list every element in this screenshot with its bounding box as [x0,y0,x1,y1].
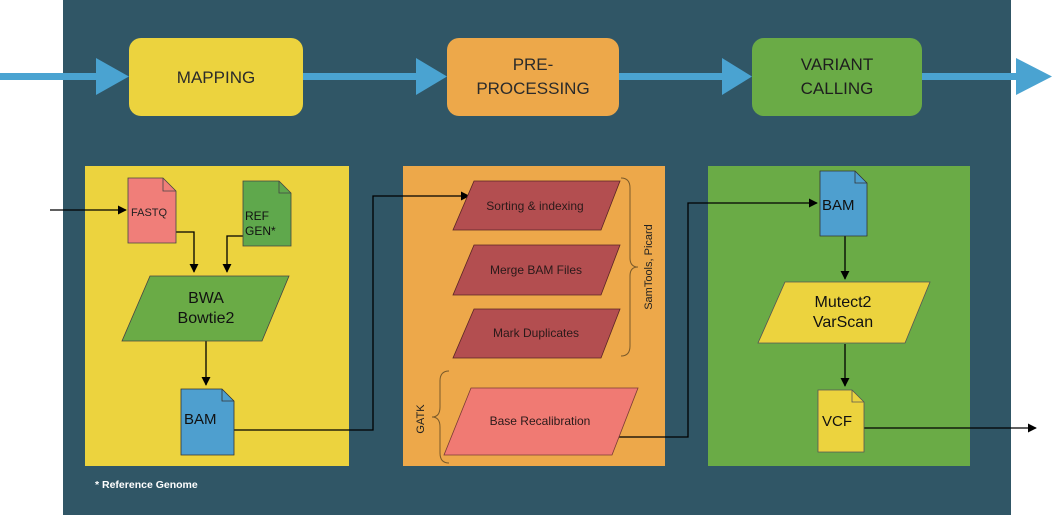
preprocessing-stage-label-2: PROCESSING [476,79,589,98]
sorting-indexing-step [452,180,621,231]
merge-bam-label: Merge BAM Files [490,263,582,277]
variant-calling-stage-box [752,38,922,116]
mapping-stage-label: MAPPING [177,68,255,87]
variant-calling-stage-label-1: VARIANT [801,55,873,74]
bam-file-icon-variant [819,170,868,237]
mark-duplicates-label: Mark Duplicates [493,326,579,340]
base-recalibration-step [443,387,639,456]
sorting-indexing-label: Sorting & indexing [486,199,583,213]
ref-label-line1: REF [245,209,269,223]
bam-label-mapping: BAM [184,411,217,428]
variant-calling-stage-label-2: CALLING [801,79,874,98]
mapping-stage-box [129,38,303,116]
vcf-file-icon [817,389,865,453]
reference-genome-footnote: * Reference Genome [95,479,198,491]
ref-label-line2: GEN* [245,224,276,238]
fastq-file-icon [127,177,177,244]
ref-genome-file-icon [242,180,292,247]
bam-label-variant: BAM [822,197,855,214]
mark-duplicates-step [452,308,621,359]
variant-caller-label-line2: VarScan [813,314,873,331]
preprocessing-stage-box [447,38,619,116]
bam-file-icon-mapping [180,388,235,456]
variant-caller-label-line1: Mutect2 [815,294,872,311]
variant-caller-box [757,281,931,344]
fastq-label: FASTQ [131,207,168,219]
gatk-label: GATK [415,404,427,434]
preprocessing-stage-label-1: PRE- [513,55,554,74]
gatk-brace [431,370,450,464]
connectors [50,191,1037,438]
aligner-box [121,275,290,342]
main-flow-arrows [0,58,1052,95]
aligner-label-line2: Bowtie2 [178,310,235,327]
aligner-label-line1: BWA [188,290,224,307]
base-recalibration-label: Base Recalibration [490,414,591,428]
vcf-label: VCF [822,413,852,430]
samtools-picard-label: SamTools, Picard [643,224,655,310]
merge-bam-step [452,244,621,296]
samtools-picard-brace [620,177,639,357]
